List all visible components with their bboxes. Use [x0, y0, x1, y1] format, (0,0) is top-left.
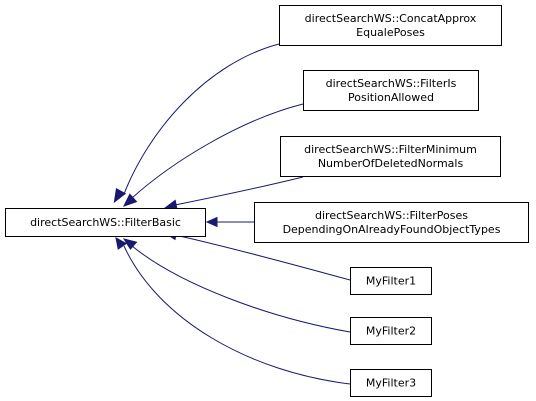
edge-myfilter3 — [123, 245, 351, 385]
node-filter-minimum-number-of-deleted-normals[interactable]: directSearchWS::FilterMinimumNumberOfDel… — [280, 136, 501, 177]
node-filter-is-position-allowed-label-line-2: PositionAllowed — [348, 91, 434, 104]
node-filter-poses-depending-on-already-found-object-types-box — [254, 202, 529, 243]
node-filter-poses-depending-on-already-found-object-types-label-line-1: directSearchWS::FilterPoses — [315, 209, 468, 222]
node-filter-minimum-number-of-deleted-normals-box — [280, 136, 501, 177]
edge-filter-is-position — [131, 103, 304, 199]
node-myfilter3[interactable]: MyFilter3 — [350, 369, 432, 397]
edge-myfilter2-arrowhead — [122, 238, 138, 250]
node-concat-approx-equale-poses-box — [279, 5, 502, 46]
edge-filter-is-position-arrowhead — [123, 193, 138, 207]
node-myfilter3-box — [350, 369, 432, 397]
node-filter-minimum-number-of-deleted-normals-label-line-2: NumberOfDeletedNormals — [318, 157, 464, 170]
edge-filter-poses-arrowhead — [205, 216, 218, 228]
node-myfilter2-label-line-1: MyFilter2 — [366, 325, 416, 338]
node-filter-is-position-allowed-box — [303, 70, 479, 111]
edge-myfilter1 — [174, 234, 351, 281]
node-filter-minimum-number-of-deleted-normals-label-line-1: directSearchWS::FilterMinimum — [304, 143, 477, 156]
node-myfilter3-label-line-1: MyFilter3 — [366, 377, 416, 390]
node-myfilter1[interactable]: MyFilter1 — [350, 267, 432, 295]
node-concat-approx-equale-poses-label-line-1: directSearchWS::ConcatApprox — [305, 12, 477, 25]
edge-concat-approx — [123, 43, 280, 195]
node-myfilter2-box — [350, 317, 432, 345]
node-filter-poses-depending-on-already-found-object-types-label-line-2: DependingOnAlreadyFoundObjectTypes — [283, 223, 501, 236]
node-myfilter2[interactable]: MyFilter2 — [350, 317, 432, 345]
node-filter-is-position-allowed-label-line-1: directSearchWS::FilterIs — [326, 77, 457, 90]
node-filter-basic-label-line-1: directSearchWS::FilterBasic — [30, 216, 181, 229]
node-filter-poses-depending-on-already-found-object-types[interactable]: directSearchWS::FilterPosesDependingOnAl… — [254, 202, 529, 243]
node-myfilter1-box — [350, 267, 432, 295]
edge-myfilter2 — [131, 245, 351, 333]
node-filter-basic[interactable]: directSearchWS::FilterBasic — [5, 208, 206, 237]
node-myfilter1-label-line-1: MyFilter1 — [366, 275, 416, 288]
node-concat-approx-equale-poses-label-line-2: EqualePoses — [356, 26, 425, 39]
edge-concat-approx-arrowhead — [113, 188, 127, 204]
edge-myfilter3-arrowhead — [115, 237, 128, 250]
node-filter-basic-box — [5, 208, 206, 237]
edge-filter-minimum-arrowhead — [163, 199, 178, 210]
class-nodes: directSearchWS::FilterBasic directSearchW… — [5, 5, 529, 397]
edge-filter-minimum — [174, 176, 304, 206]
